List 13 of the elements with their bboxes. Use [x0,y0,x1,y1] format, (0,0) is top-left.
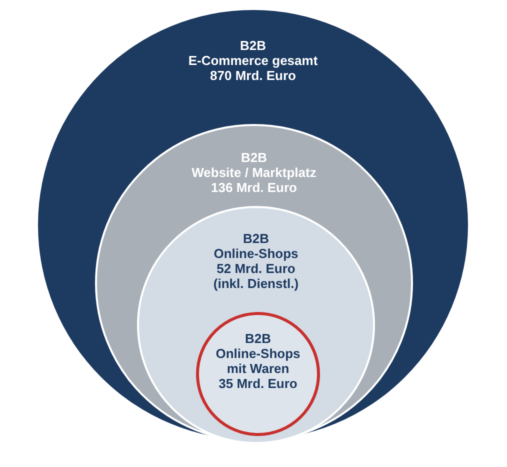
heading-label: B2B [242,231,269,246]
circle-label: Online-Shops mit Waren [214,346,302,376]
circle-label: 35 Mrd. Euro [218,376,298,391]
circle-label: Website / Marktplatz [192,165,316,180]
circle-label: 52 Mrd. Euro [216,261,296,276]
circle-label: (inkl. Dienstl.) [213,276,299,291]
heading-label: B2B [244,331,271,346]
circle-label: 136 Mrd. Euro [211,180,297,195]
circle-label: E-Commerce gesamt [188,53,318,68]
heading-label: B2B [240,38,266,53]
circle-label: Online-Shops [214,246,298,261]
circle-label: 870 Mrd. Euro [210,68,296,83]
heading-label: B2B [240,150,267,165]
